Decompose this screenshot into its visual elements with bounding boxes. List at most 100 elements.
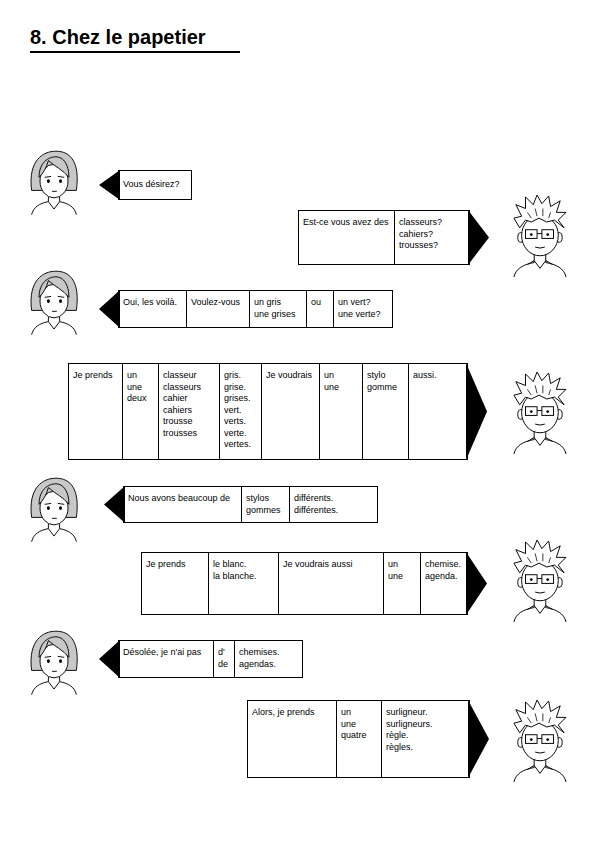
bubble-text: chemises. <box>239 647 304 659</box>
bubble-pointer <box>469 210 489 265</box>
girl-figure <box>31 478 77 541</box>
bubble-text: gomme <box>367 382 408 394</box>
pointer-triangle <box>99 170 120 200</box>
bubble-text: différents. <box>294 493 379 505</box>
bubble-text: une grises <box>254 309 306 321</box>
bubble-text: grise. <box>224 382 261 394</box>
boy-figure <box>514 372 566 454</box>
answer-cell: Je prends <box>142 553 208 614</box>
answer-cell: ou <box>306 291 333 327</box>
bubble-text: un <box>324 370 362 382</box>
pointer-triangle <box>466 363 487 460</box>
bubble-text: Est-ce vous avez des <box>303 217 394 229</box>
bubble-pointer <box>99 170 119 200</box>
bubble-text: de <box>218 659 234 671</box>
bubble-text: règle. <box>386 730 471 742</box>
bubble-pointer <box>104 486 124 523</box>
bubble-text: classeur <box>163 370 219 382</box>
bubble-text: Je prends <box>73 370 122 382</box>
bubble-text: Je prends <box>146 559 208 571</box>
bubble-text: vert. <box>224 405 261 417</box>
bubble-text: vertes. <box>224 439 261 451</box>
pointer-triangle <box>99 640 120 678</box>
bubble-text: un gris <box>254 297 306 309</box>
speech-bubble: Est-ce vous avez desclasseurs?cahiers?tr… <box>298 210 470 265</box>
bubble-text: une verte? <box>338 309 394 321</box>
answer-cell: classeurclasseurscahiercahierstroussetro… <box>158 364 219 459</box>
pointer-triangle <box>466 552 487 615</box>
speech-bubble: Alors, je prendsununequatresurligneur.su… <box>247 700 470 778</box>
answer-cell: Je prends <box>69 364 122 459</box>
answer-cell: aussi. <box>408 364 469 459</box>
girl-figure <box>31 271 77 334</box>
bubble-text: stylo <box>367 370 408 382</box>
answer-cell: Nous avons beaucoup de <box>124 487 241 522</box>
title-underline <box>30 51 240 53</box>
bubble-text: agendas. <box>239 659 304 671</box>
answer-cell: différents.différentes. <box>289 487 379 522</box>
bubble-text: un vert? <box>338 297 394 309</box>
answer-cell: chemise.agenda. <box>420 553 469 614</box>
girl-figure <box>31 151 77 214</box>
bubble-text: verts. <box>224 416 261 428</box>
answer-cell: stylosgommes <box>241 487 289 522</box>
speech-bubble: Vous désirez? <box>118 170 192 200</box>
pointer-triangle <box>468 700 489 778</box>
answer-cell: Voulez-vous <box>186 291 249 327</box>
answer-cell: d'de <box>213 641 234 677</box>
bubble-text: une <box>341 719 381 731</box>
bubble-text: trousse <box>163 416 219 428</box>
bubble-text: cahier <box>163 393 219 405</box>
bubble-text: gommes <box>246 505 289 517</box>
bubble-text: Désolée, je n'ai pas <box>123 647 213 659</box>
bubble-text: une <box>388 571 420 583</box>
bubble-text: classeurs? <box>399 217 471 229</box>
worksheet-title: 8. Chez le papetier <box>30 26 206 49</box>
answer-cell: Est-ce vous avez des <box>299 211 394 264</box>
bubble-pointer <box>99 290 119 328</box>
speech-bubble: Je prends le blanc.la blanche. Je voudrais… <box>141 552 468 615</box>
answer-cell: surligneur.surligneurs.règle.règles. <box>381 701 471 777</box>
bubble-text: surligneurs. <box>386 719 471 731</box>
bubble-text: chemise. <box>425 559 469 571</box>
bubble-text: classeurs <box>163 382 219 394</box>
answer-cell: Oui, les voilà. <box>119 291 186 327</box>
answer-cell: unune <box>383 553 420 614</box>
answer-cell: ununedeux <box>122 364 158 459</box>
bubble-text: stylos <box>246 493 289 505</box>
bubble-pointer <box>469 700 489 778</box>
answer-cell: Je voudrais aussi <box>278 553 383 614</box>
bubble-text: surligneur. <box>386 707 471 719</box>
pointer-triangle <box>468 210 489 265</box>
bubble-text: aussi. <box>413 370 469 382</box>
bubble-text: verte. <box>224 428 261 440</box>
bubble-text: cahiers <box>163 405 219 417</box>
bubble-text: un <box>341 707 381 719</box>
boy-figure <box>514 700 566 782</box>
bubble-text: Voulez-vous <box>191 297 249 309</box>
pointer-triangle <box>104 486 125 523</box>
bubble-text: deux <box>127 393 158 405</box>
bubble-text: règles. <box>386 742 471 754</box>
bubble-text: une <box>127 382 158 394</box>
bubble-text: différentes. <box>294 505 379 517</box>
answer-cell: chemises.agendas. <box>234 641 304 677</box>
bubble-text: ou <box>311 297 333 309</box>
bubble-text: d' <box>218 647 234 659</box>
answer-cell: Alors, je prends <box>248 701 336 777</box>
speech-bubble: Je prendsununedeuxclasseurclasseurscahie… <box>68 363 468 460</box>
answer-cell: unune <box>319 364 362 459</box>
bubble-text: la blanche. <box>213 571 278 583</box>
bubble-text: Je voudrais aussi <box>283 559 383 571</box>
bubble-text: Alors, je prends <box>252 707 336 719</box>
answer-cell: classeurs?cahiers?trousses? <box>394 211 471 264</box>
pointer-triangle <box>99 290 120 328</box>
bubble-text: cahiers? <box>399 229 471 241</box>
boy-figure <box>514 195 566 277</box>
girl-figure <box>31 631 77 694</box>
bubble-text: une <box>324 382 362 394</box>
answer-cell: stylogomme <box>362 364 408 459</box>
answer-cell: Je voudrais <box>261 364 319 459</box>
bubble-text: trousses? <box>399 240 471 252</box>
bubble-text: le blanc. <box>213 559 278 571</box>
